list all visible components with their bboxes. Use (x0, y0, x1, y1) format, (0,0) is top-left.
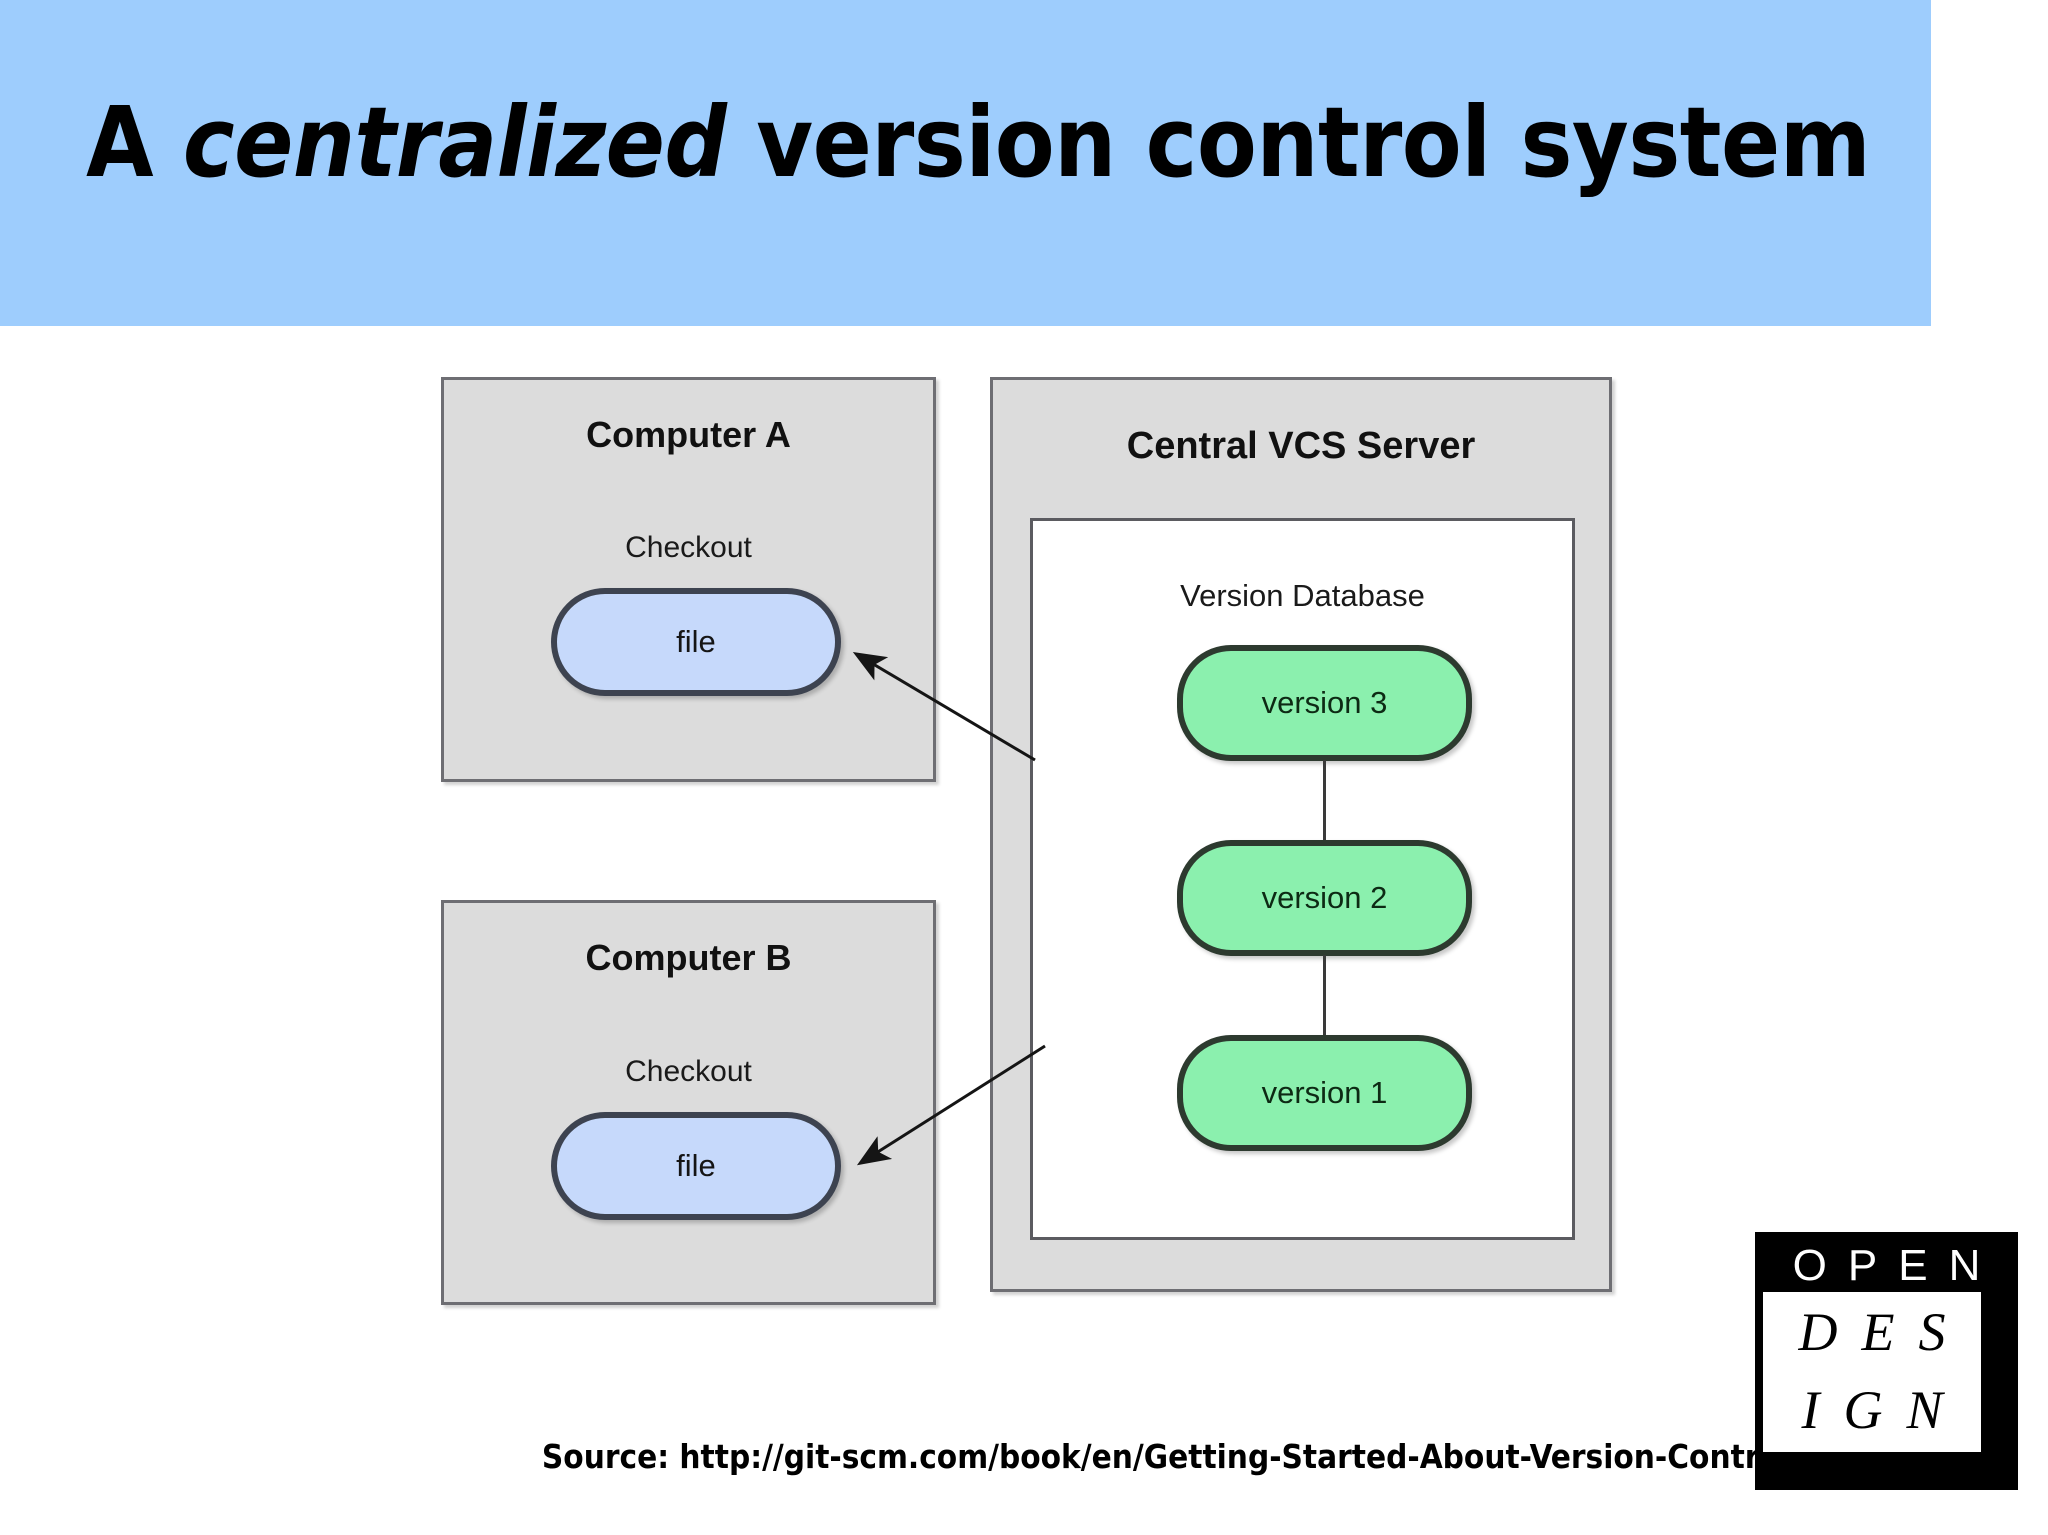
logo-glyph: G (1843, 1380, 1883, 1440)
computer-a-file-node[interactable]: file (551, 588, 841, 696)
version-database-label: Version Database (1180, 578, 1425, 613)
title-suffix: version control system (726, 86, 1871, 199)
version-connector-2-1 (1323, 955, 1326, 1037)
vcs-server-heading: Central VCS Server (1126, 425, 1476, 467)
logo-glyph: N (1906, 1380, 1943, 1440)
logo-glyph: E (1861, 1302, 1895, 1362)
computer-a-checkout-label: Checkout (625, 531, 752, 564)
logo-glyph: O (1792, 1241, 1827, 1290)
logo-glyph: S (1918, 1302, 1946, 1362)
title-band (0, 0, 1931, 326)
logo-glyph: P (1847, 1241, 1878, 1290)
page-title: A centralized version control system (86, 92, 1886, 194)
version-node-2[interactable]: version 2 (1177, 840, 1472, 956)
source-caption: Source: http://git-scm.com/book/en/Getti… (541, 1437, 1790, 1476)
computer-b-panel (441, 900, 936, 1305)
computer-a-panel (441, 377, 936, 782)
computer-b-file-node[interactable]: file (551, 1112, 841, 1220)
computer-a-heading: Computer A (586, 414, 791, 455)
title-emphasis: centralized (182, 86, 727, 199)
logo-glyph: E (1898, 1241, 1928, 1290)
title-prefix: A (86, 86, 183, 199)
logo-glyph: N (1948, 1241, 1981, 1290)
version-node-3[interactable]: version 3 (1177, 645, 1472, 761)
logo-glyph: D (1798, 1302, 1838, 1362)
computer-b-checkout-label: Checkout (625, 1055, 752, 1088)
version-node-1[interactable]: version 1 (1177, 1035, 1472, 1151)
logo-glyph: I (1801, 1380, 1820, 1440)
computer-b-heading: Computer B (585, 937, 792, 978)
version-connector-3-2 (1323, 760, 1326, 842)
